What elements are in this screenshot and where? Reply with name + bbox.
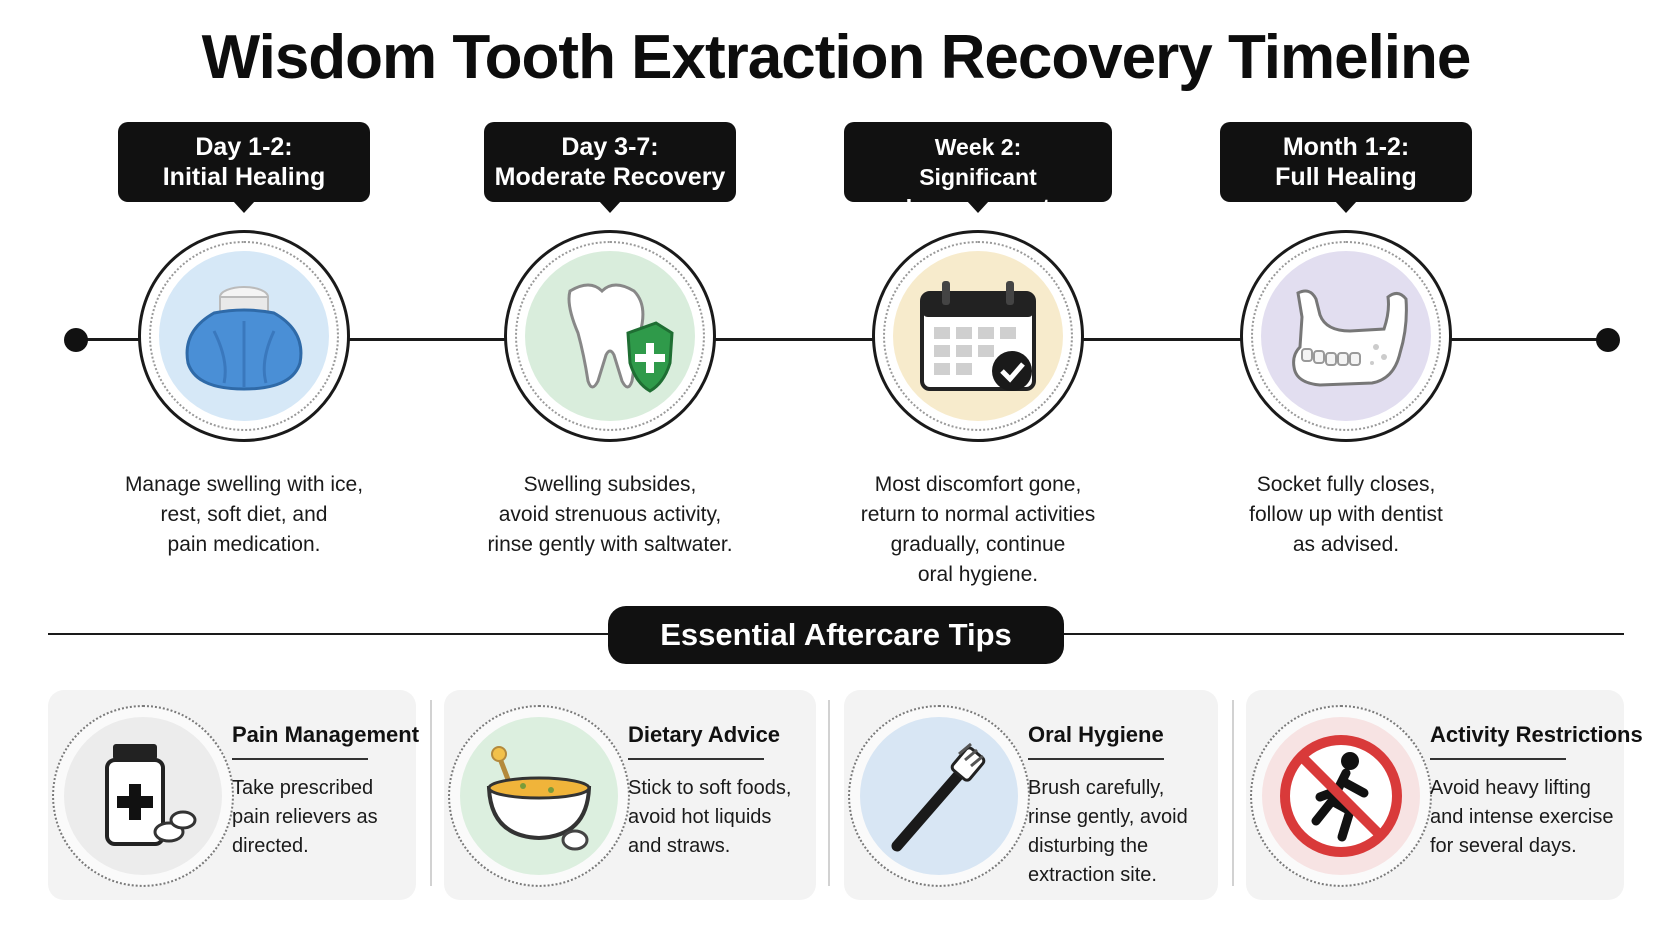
- stage-icon-circle: [504, 230, 716, 442]
- tip-card-oral-hygiene: Oral Hygiene Brush carefully, rinse gent…: [844, 690, 1218, 900]
- tip-text: Stick to soft foods, avoid hot liquids a…: [628, 777, 792, 857]
- stage-icon-circle: [138, 230, 350, 442]
- tip-divider: [828, 700, 830, 886]
- section-title: Essential Aftercare Tips: [608, 606, 1064, 664]
- tip-underline: [232, 758, 368, 760]
- calendar-check-icon: [920, 281, 1036, 391]
- stage-icon-circle: [1240, 230, 1452, 442]
- tip-icon-circle: [848, 705, 1030, 887]
- stage-description: Most discomfort gone, return to normal a…: [860, 473, 1096, 586]
- tip-text: Brush carefully, rinse gently, avoid dis…: [1028, 777, 1188, 886]
- stage-description: Manage swelling with ice, rest, soft die…: [124, 473, 364, 556]
- stage-description: Swelling subsides, avoid strenuous activ…: [487, 473, 733, 556]
- toothbrush-icon: [891, 742, 986, 852]
- tip-underline: [628, 758, 764, 760]
- page-title: Wisdom Tooth Extraction Recovery Timelin…: [201, 23, 1472, 92]
- tip-title: Oral Hygiene: [1028, 722, 1164, 747]
- soup-bowl-icon: [486, 746, 592, 851]
- ice-pack-icon: [185, 286, 303, 391]
- stage-label: Week 2: Significant Improvement: [844, 122, 1112, 220]
- tooth-shield-icon: [567, 283, 674, 393]
- tip-card-dietary-advice: Dietary Advice Stick to soft foods, avoi…: [444, 690, 816, 900]
- tip-icon-circle: [52, 705, 234, 887]
- tip-underline: [1028, 758, 1164, 760]
- tip-title: Dietary Advice: [628, 722, 781, 747]
- stage-day-1-2: Day 1-2: Initial Healing Manage swelling…: [64, 122, 424, 560]
- stage-week-2: Week 2: Significant Improvement Most dis…: [798, 122, 1158, 590]
- tip-underline: [1430, 758, 1566, 760]
- stage-label: Month 1-2: Full Healing: [1220, 122, 1472, 213]
- stage-icon-circle: [872, 230, 1084, 442]
- tip-text: Avoid heavy lifting and intense exercise…: [1430, 777, 1614, 857]
- timeline-end-dot: [1596, 328, 1620, 352]
- timeline-start-dot: [64, 328, 88, 352]
- tip-text: Take prescribed pain relievers as direct…: [232, 777, 378, 857]
- tip-divider: [430, 700, 432, 886]
- timeline-line: [74, 338, 1606, 341]
- no-running-icon: [1280, 735, 1402, 857]
- jawbone-icon: [1292, 289, 1408, 387]
- tip-divider: [1232, 700, 1234, 886]
- tip-icon-circle: [1250, 705, 1432, 887]
- stage-month-1-2: Month 1-2: Full Healing Socket fully clo…: [1166, 122, 1526, 560]
- stage-description: Socket fully closes, follow up with dent…: [1249, 473, 1443, 556]
- pill-bottle-icon: [105, 744, 197, 846]
- stage-label: Day 3-7: Moderate Recovery: [484, 122, 736, 213]
- tip-title: Activity Restrictions: [1430, 722, 1643, 747]
- tip-card-activity-restrictions: Activity Restrictions Avoid heavy liftin…: [1246, 690, 1643, 900]
- tip-title: Pain Management: [232, 722, 420, 747]
- stage-day-3-7: Day 3-7: Moderate Recovery Swelling subs…: [430, 122, 790, 560]
- tip-icon-circle: [448, 705, 630, 887]
- stage-label: Day 1-2: Initial Healing: [118, 122, 370, 213]
- tip-card-pain-management: Pain Management Take prescribed pain rel…: [48, 690, 420, 900]
